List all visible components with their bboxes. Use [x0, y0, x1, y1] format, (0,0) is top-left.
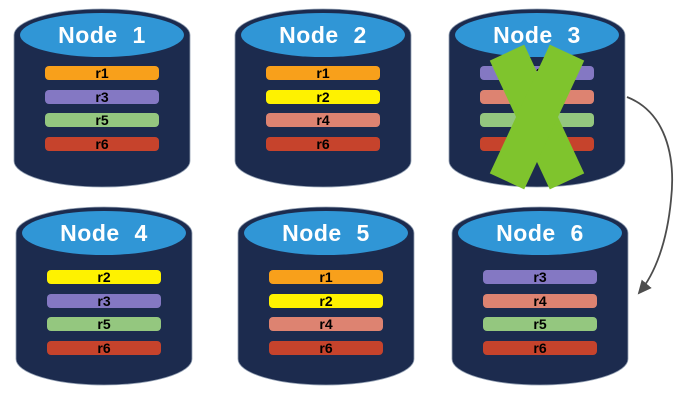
replica-bar: r2: [266, 88, 380, 105]
replica-bar: r5: [483, 317, 597, 331]
cylinder-cap: [455, 13, 619, 57]
replica-label: r1: [316, 65, 330, 81]
node-2: Node 2 r1 r2 r4 r6: [233, 6, 413, 188]
replica-label: r5: [533, 316, 547, 332]
replica-list: r1 r3 r5 r6: [45, 66, 159, 151]
replica-bar: r5: [47, 317, 161, 331]
replica-bar: r5: [45, 113, 159, 127]
replica-bar: r3: [47, 292, 161, 309]
node-6: Node 6 r3 r4 r5 r6: [450, 204, 630, 386]
failure-x-icon: [447, 6, 627, 190]
replica-label: r2: [97, 269, 111, 285]
replica-label: r5: [95, 112, 109, 128]
node-title: Node 2: [279, 21, 367, 48]
replica-label: r1: [95, 65, 109, 81]
replica-bar: r1: [266, 66, 380, 80]
replica-bar: r4: [483, 292, 597, 309]
replica-label: r6: [533, 339, 547, 356]
node-title: Node 1: [58, 21, 146, 48]
node-1: Node 1 r1 r3 r5 r6: [12, 6, 192, 188]
replica-list: r2 r3 r5 r6: [47, 270, 161, 355]
replica-bar: r6: [47, 339, 161, 356]
cylinder-cap: [244, 211, 408, 255]
replica-bar: r6: [45, 135, 159, 152]
cylinder-cap: [20, 13, 184, 57]
replica-label: r3: [95, 88, 109, 105]
arrow-curve: [626, 96, 674, 295]
replica-bar: r1: [269, 270, 383, 284]
replica-label: r3: [97, 292, 111, 309]
replica-bar: r4: [266, 113, 380, 127]
replica-bar: r3: [483, 270, 597, 284]
replica-label: r6: [316, 135, 330, 152]
cylinder-cap: [241, 13, 405, 57]
replica-bar: r6: [483, 339, 597, 356]
replica-bar: r6: [269, 339, 383, 356]
replica-bar: r2: [269, 292, 383, 309]
replica-list: r3 r4 r5 r6: [483, 270, 597, 355]
replica-label: r4: [316, 112, 330, 128]
replica-label: r5: [97, 316, 111, 332]
replica-label: r4: [533, 292, 547, 309]
replica-list: r1 r2 r4 r6: [269, 270, 383, 355]
replica-label: r6: [95, 135, 109, 152]
replica-bar: r4: [269, 317, 383, 331]
node-title: Node 5: [282, 219, 370, 246]
replica-list: r1 r2 r4 r6: [266, 66, 380, 151]
node-title: Node 4: [60, 219, 148, 246]
node-title: Node 3: [493, 21, 581, 48]
node-title: Node 6: [496, 219, 584, 246]
replica-label: r6: [319, 339, 333, 356]
replica-label: r6: [97, 339, 111, 356]
replica-bar: r2: [47, 270, 161, 284]
replica-bar: r1: [45, 66, 159, 80]
replica-label: r2: [319, 292, 333, 309]
node-5: Node 5 r1 r2 r4 r6: [236, 204, 416, 386]
replica-bar: r3: [45, 88, 159, 105]
node-4: Node 4 r2 r3 r5 r6: [14, 204, 194, 386]
node-3: Node 3 r3 r4 r5 r6: [447, 6, 627, 190]
cylinder-cap: [458, 211, 622, 255]
replica-bar: r6: [266, 135, 380, 152]
replica-label: r2: [316, 88, 330, 105]
replica-label: r3: [533, 269, 547, 285]
replica-label: r4: [319, 316, 333, 332]
cylinder-cap: [22, 211, 186, 255]
replica-label: r1: [319, 269, 333, 285]
